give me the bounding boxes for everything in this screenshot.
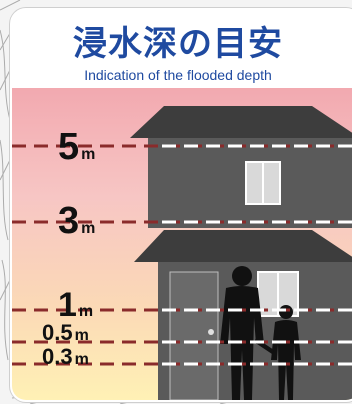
house-illustration <box>130 106 352 400</box>
depth-lines-on-house <box>162 144 352 366</box>
child-head <box>279 305 293 319</box>
sign-subtitle: Indication of the flooded depth <box>84 67 272 83</box>
flood-depth-sign: 浸水深の目安 Indication of the flooded depth <box>10 8 352 402</box>
adult-head <box>232 266 252 286</box>
front-door <box>169 271 219 400</box>
upper-roof <box>130 106 352 138</box>
sign-title: 浸水深の目安 <box>73 24 283 64</box>
flood-scene <box>12 88 352 400</box>
child-body <box>271 320 301 400</box>
lower-roof <box>134 230 352 262</box>
